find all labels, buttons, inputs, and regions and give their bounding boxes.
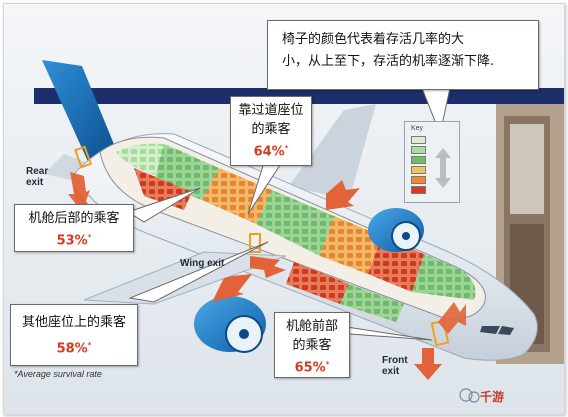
up-down-arrow-icon — [435, 148, 451, 188]
aisle-label-1: 靠过道座位 — [238, 103, 304, 118]
rear-rate: 53%* — [56, 233, 92, 249]
aisle-seat-callout: 靠过道座位 的乘客 64%* — [230, 96, 312, 166]
watermark-text: 千游 — [480, 390, 505, 404]
wing-exit-label: Wing exit — [180, 258, 225, 269]
key-swatch — [411, 156, 426, 164]
key-swatch — [411, 176, 426, 184]
engine-lower — [194, 296, 266, 353]
explanation-note: 椅子的颜色代表着存活几率的大 小，从上至下，存活的机率逐渐下降. — [267, 20, 539, 90]
front-label-2: 的乘客 — [292, 338, 332, 353]
other-rate: 58%* — [56, 341, 92, 357]
front-rate: 65%* — [294, 360, 330, 376]
key-swatch — [411, 146, 426, 154]
key-swatch — [411, 136, 426, 144]
engine-upper — [368, 208, 424, 252]
rear-exit-label: Rear exit — [26, 166, 49, 188]
key-swatch — [411, 166, 426, 174]
front-cabin-callout: 机舱前部 的乘客 65%* — [274, 312, 350, 378]
color-key: Key — [404, 121, 460, 203]
key-swatch — [411, 186, 426, 194]
rear-cabin-callout: 机舱后部的乘客 53%* — [14, 204, 134, 252]
other-label: 其他座位上的乘客 — [21, 315, 126, 330]
front-exit-label: Front exit — [382, 355, 408, 377]
aisle-rate: 64%* — [253, 144, 289, 160]
aisle-label-2: 的乘客 — [251, 122, 291, 137]
note-line-2: 小，从上至下，存活的机率逐渐下降. — [282, 54, 495, 69]
footnote: *Average survival rate — [14, 369, 102, 379]
note-line-1: 椅子的颜色代表着存活几率的大 — [282, 32, 465, 47]
front-label-1: 机舱前部 — [285, 319, 338, 334]
key-title: Key — [411, 125, 424, 132]
image-frame: Key 椅子的颜色代表着存活几率的大 小，从上至下，存活的机率逐渐下降. 靠过道… — [3, 3, 565, 415]
other-seats-callout: 其他座位上的乘客 58%* — [10, 304, 138, 366]
rear-label: 机舱后部的乘客 — [28, 211, 120, 226]
